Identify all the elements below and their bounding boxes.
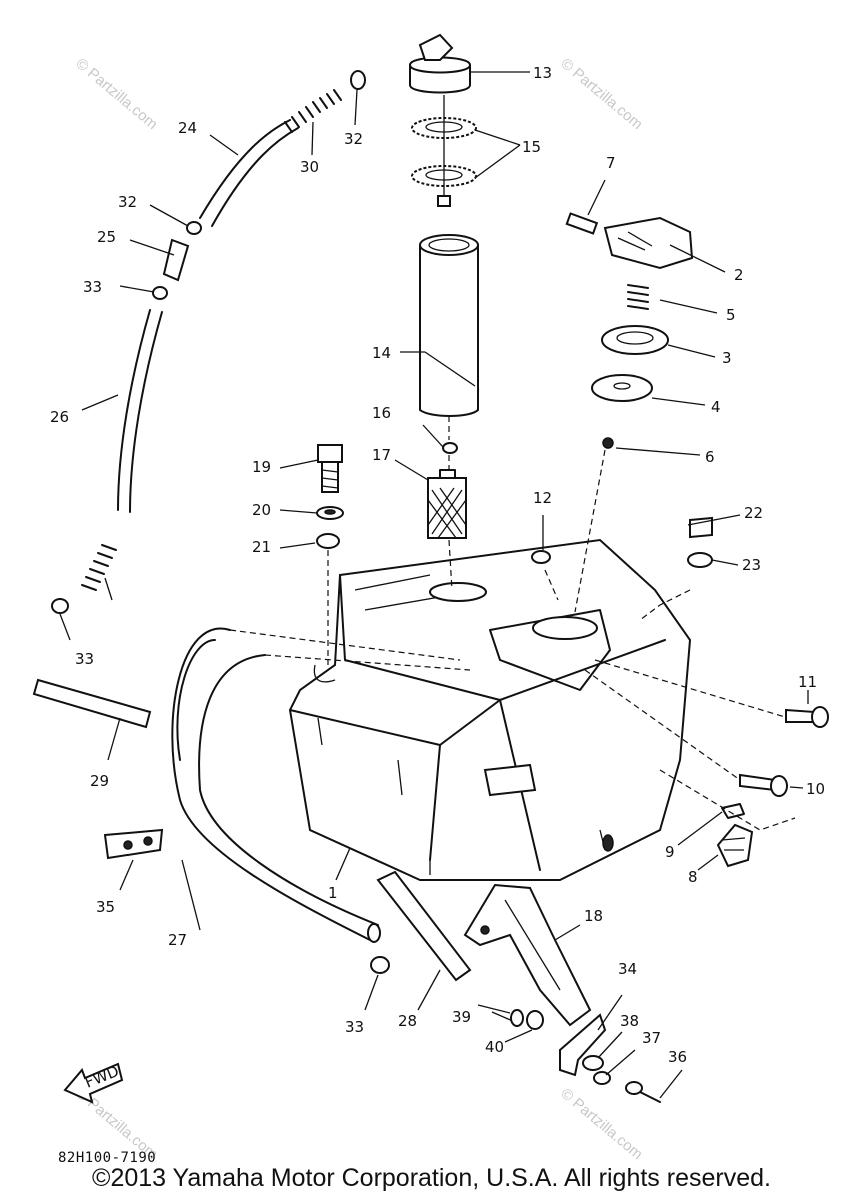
- diagram-code: 82H100-7190: [58, 1150, 157, 1166]
- washer-38: [582, 1055, 604, 1071]
- callout-38: 38: [620, 1012, 639, 1030]
- watermark: © Partzilla.com: [557, 55, 645, 133]
- callout-11: 11: [798, 673, 817, 691]
- callout-2: 2: [734, 266, 744, 284]
- callout-1: 1: [328, 884, 338, 902]
- washer: [316, 506, 344, 520]
- callout-33: 33: [75, 650, 94, 668]
- callout-28: 28: [398, 1012, 417, 1030]
- hose-26: [117, 309, 163, 513]
- breather-hose-24: [199, 119, 299, 227]
- filler-cap: [603, 216, 694, 270]
- fuel-cock: [716, 823, 754, 868]
- callout-25: 25: [97, 228, 116, 246]
- callout-9: 9: [665, 843, 675, 861]
- callout-40: 40: [485, 1038, 504, 1056]
- callout-35: 35: [96, 898, 115, 916]
- pickup-tube: [419, 234, 479, 417]
- clamp-33-bottom: [370, 956, 390, 974]
- callout-16: 16: [372, 404, 391, 422]
- callout-6: 6: [705, 448, 715, 466]
- callout-8: 8: [688, 868, 698, 886]
- callout-12: 12: [533, 489, 552, 507]
- callout-14: 14: [372, 344, 391, 362]
- callout-21: 21: [252, 538, 271, 556]
- cap-pin: [565, 212, 599, 235]
- leader-dash: [584, 659, 786, 781]
- joint-25: [162, 238, 190, 282]
- callout-20: 20: [252, 501, 271, 519]
- leader-dash: [544, 569, 559, 601]
- callout-13: 13: [533, 64, 552, 82]
- cap-nut: [602, 437, 614, 449]
- screw-11: [785, 706, 829, 728]
- callout-33: 33: [83, 278, 102, 296]
- leader-dash: [659, 769, 796, 831]
- callout-23: 23: [742, 556, 761, 574]
- copyright-notice: ©2013 Yamaha Motor Corporation, U.S.A. A…: [92, 1164, 771, 1192]
- cap-plate: [591, 374, 653, 402]
- callout-18: 18: [584, 907, 603, 925]
- callout-37: 37: [642, 1029, 661, 1047]
- clamp-32-top: [350, 70, 366, 90]
- strip-28: [376, 870, 472, 982]
- callout-27: 27: [168, 931, 187, 949]
- callout-10: 10: [806, 780, 825, 798]
- hose-27: [171, 627, 381, 943]
- screw-39: [491, 1009, 524, 1027]
- washer-40: [526, 1010, 544, 1030]
- callout-29: 29: [90, 772, 109, 790]
- damper-cap: [689, 516, 713, 539]
- damper: [687, 552, 713, 568]
- bolt-36: [625, 1081, 661, 1103]
- callout-24: 24: [178, 119, 197, 137]
- leader-dash: [229, 629, 471, 671]
- screw-10: [739, 773, 788, 797]
- clamp-33-lower: [51, 598, 69, 614]
- pickup-rubber-seals: [411, 95, 477, 207]
- callout-5: 5: [726, 306, 736, 324]
- clamp-33-upper: [152, 286, 168, 300]
- callout-32: 32: [344, 130, 363, 148]
- callout-labels: 1 2 3 4 5 6 7 8 9 10 11 12 13 14 15 16 1…: [50, 64, 825, 1066]
- leader-dash: [448, 416, 453, 591]
- clamp-32-mid: [186, 221, 202, 235]
- callout-30: 30: [300, 158, 319, 176]
- callout-4: 4: [711, 398, 721, 416]
- tank-bolt: [317, 444, 343, 493]
- leader-dash: [574, 449, 606, 613]
- cap-gasket: [601, 325, 669, 355]
- callout-17: 17: [372, 446, 391, 464]
- spring-30: [284, 89, 342, 133]
- stay-18: [463, 883, 592, 1027]
- bracket-35: [103, 828, 164, 860]
- callout-19: 19: [252, 458, 271, 476]
- callout-32: 32: [118, 193, 137, 211]
- bracket-34: [559, 1013, 607, 1077]
- pickup-clip: [442, 442, 458, 454]
- clip-9: [721, 803, 745, 819]
- cap-spring: [627, 284, 649, 310]
- hose-29: [32, 678, 152, 729]
- callout-33: 33: [345, 1018, 364, 1036]
- leader-lines: [59, 71, 809, 1099]
- callout-15: 15: [522, 138, 541, 156]
- fuel-tank: [288, 538, 692, 881]
- callout-22: 22: [744, 504, 763, 522]
- clip-12: [531, 550, 551, 564]
- pickup-cap: [409, 33, 471, 94]
- leader-dash: [639, 589, 691, 621]
- callout-7: 7: [606, 154, 616, 172]
- watermark: © Partzilla.com: [557, 1085, 645, 1163]
- callout-36: 36: [668, 1048, 687, 1066]
- fuel-filter: [427, 469, 467, 539]
- spring-31: [81, 544, 117, 591]
- callout-26: 26: [50, 408, 69, 426]
- callout-3: 3: [722, 349, 732, 367]
- callout-34: 34: [618, 960, 637, 978]
- callout-39: 39: [452, 1008, 471, 1026]
- grommet: [316, 533, 340, 549]
- watermark: © Partzilla.com: [72, 55, 160, 133]
